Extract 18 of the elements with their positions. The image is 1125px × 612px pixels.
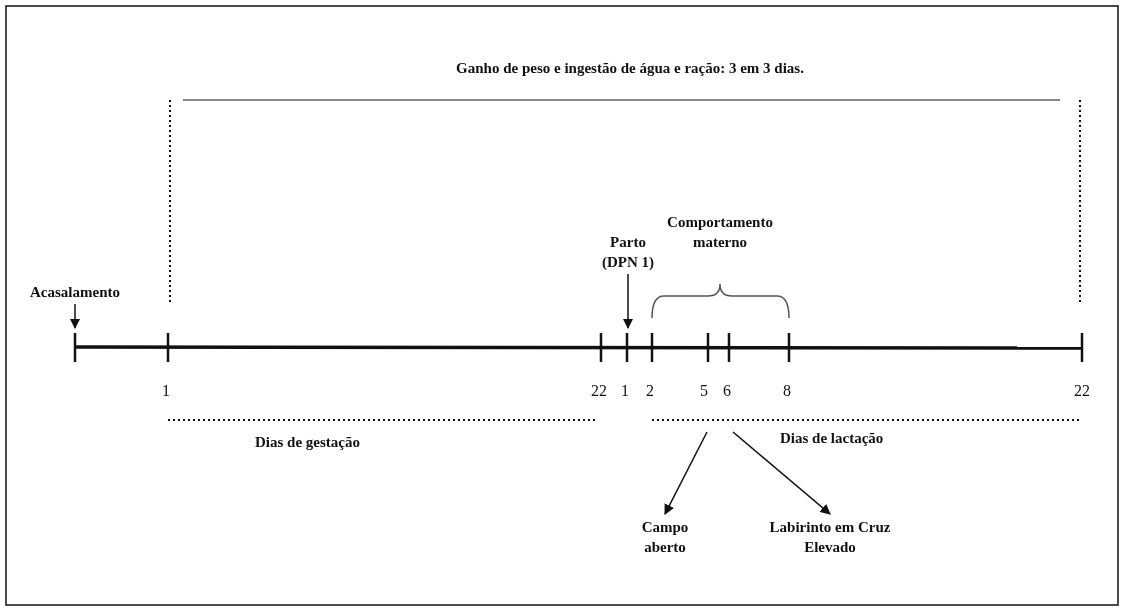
day-number: 22 [591, 382, 607, 400]
day-number: 1 [621, 382, 629, 400]
day-number: 1 [162, 382, 170, 400]
period-label: Dias de gestação [255, 433, 360, 452]
event-label: Campo aberto [625, 517, 705, 557]
arrow [622, 273, 634, 330]
arrow [664, 431, 708, 515]
arrow [732, 431, 831, 515]
day-number: 5 [700, 382, 708, 400]
arrow [69, 303, 81, 330]
day-number: 2 [646, 382, 654, 400]
event-label: Labirinto em Cruz Elevado [765, 517, 895, 557]
event-label: Acasalamento [10, 282, 140, 302]
day-number: 8 [783, 382, 791, 400]
day-number: 6 [723, 382, 731, 400]
day-number: 22 [1074, 382, 1090, 400]
period-label: Dias de lactação [780, 429, 884, 448]
title: Ganho de peso e ingestão de água e ração: 3 em 3 dias. [455, 59, 805, 78]
